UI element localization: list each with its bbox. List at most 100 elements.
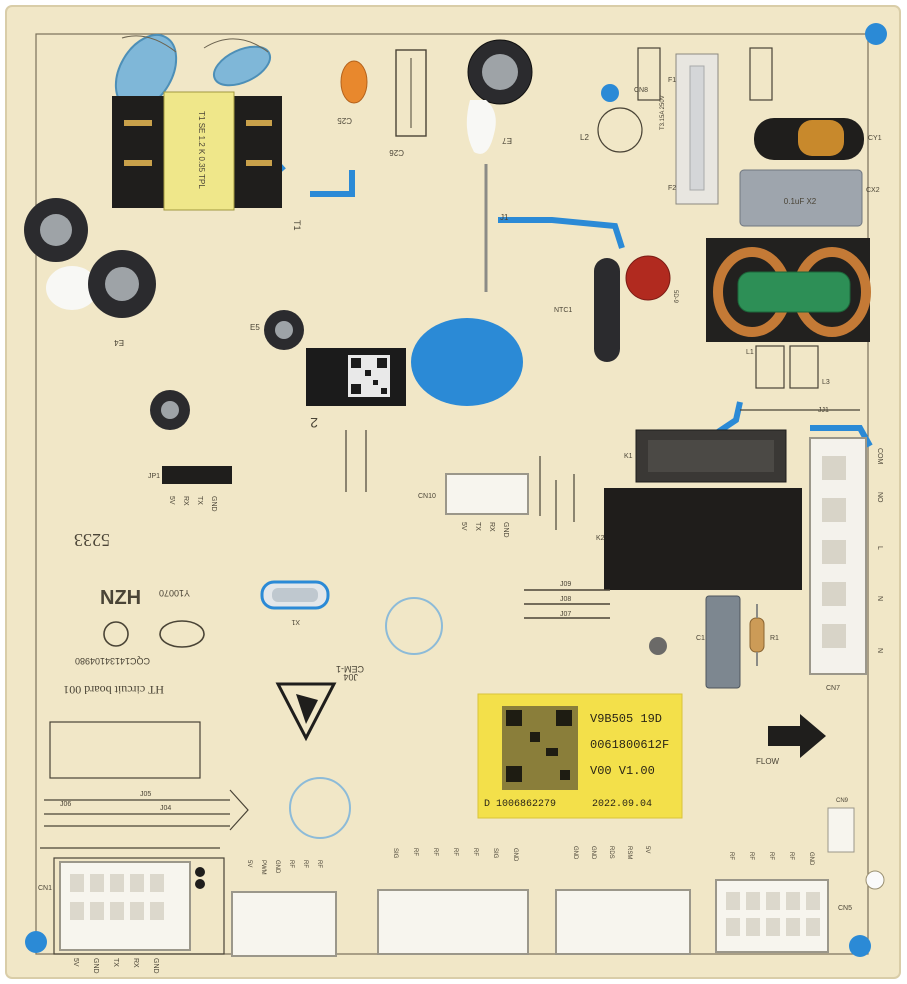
transformer-label (163, 91, 235, 211)
fuse-text: T3.15A 250V (660, 95, 666, 130)
resistor-r1 (749, 617, 765, 653)
cn10-pin-4: GND (502, 522, 509, 538)
label-jp1: JP1 (148, 473, 160, 480)
label-cx2: CX2 (866, 187, 880, 194)
mounting-hole-top-right (865, 23, 887, 45)
jp1-pin-1: 5V (168, 496, 175, 505)
via-dark (649, 637, 667, 655)
mounting-hole-bottom-right (849, 935, 871, 957)
cn5-pin-2: RF (748, 852, 754, 860)
ccc-mark-2 (159, 620, 205, 648)
label-j07: J07 (560, 611, 571, 618)
cn4-pin-1: GND (572, 846, 578, 860)
label-j04: J04 (160, 805, 171, 812)
cn4-pin-3: RDS (608, 846, 614, 859)
sticker-line-1: V9B505 19D (590, 712, 662, 726)
y-capacitor-2 (212, 45, 272, 87)
cn2-pin-5: RF (302, 860, 308, 868)
ntc-text: 5D-9 (672, 290, 678, 304)
label-two: 2 (310, 415, 318, 431)
mounting-hole-white (865, 870, 885, 890)
code-5233: 5233 (74, 530, 110, 550)
jp1-pin-3: TX (196, 496, 203, 505)
jp1-pin-2: RX (182, 496, 189, 506)
label-j1: J1 (500, 213, 509, 222)
cn10-pin-1: 5V (460, 522, 467, 531)
cn4-pin-2: GND (590, 846, 596, 860)
relay-pin-3: L (876, 546, 883, 550)
relay-pin-2: NO (876, 492, 883, 503)
cn1-pin-1: 5V (72, 958, 79, 967)
cn2-pin-6: RF (316, 860, 322, 868)
label-cn5: CN5 (838, 905, 852, 912)
relay-k2 (604, 488, 802, 590)
sticker-line-4-right: 2022.09.04 (592, 799, 652, 810)
label-l2: L2 (580, 133, 589, 142)
cn2-pin-1: 5V (246, 860, 252, 867)
label-c25: C25 (337, 116, 352, 125)
label-j05: J05 (140, 791, 151, 798)
label-j06: J06 (60, 801, 71, 808)
label-k1: K1 (624, 453, 633, 460)
varistor-red (625, 255, 671, 301)
capacitor-c25 (340, 60, 368, 104)
cn5-pin-5: GND (808, 852, 814, 866)
label-cn10: CN10 (418, 493, 436, 500)
cn2-connector (231, 891, 337, 957)
cn4-pin-4: RSM (626, 846, 632, 859)
transformer-text: T1 SE 1.2 K 0.35 TPL (197, 111, 206, 189)
flow-arrow-icon (768, 714, 826, 758)
relay-pin-5: N (876, 648, 883, 653)
cn3-pin-7: GND (512, 848, 518, 862)
cn1-pin-3: TX (112, 958, 119, 967)
blue-dot-marker (601, 84, 619, 102)
sticker-line-3: V00 V1.00 (590, 764, 655, 778)
cn2-pin-3: GND (274, 860, 280, 874)
label-ntc1: NTC1 (554, 307, 572, 314)
sticker-line-2: 0061800612F (590, 738, 669, 752)
label-flow: FLOW (756, 757, 780, 766)
outline-c26 (395, 49, 427, 137)
jp1-pin-4: GND (210, 496, 217, 512)
ccc-mark-1 (103, 621, 129, 647)
cn3-pin-1: SIG (392, 848, 398, 859)
qc-stamp-1 (385, 597, 443, 655)
code-y10070: Y10070 (159, 588, 190, 598)
label-f2: F2 (668, 185, 676, 192)
label-j09: J09 (560, 581, 571, 588)
blue-trace-1 (310, 170, 355, 197)
sticker-line-4-left: D 1006862279 (484, 799, 556, 810)
cn2-pin-2: PWM (260, 860, 266, 875)
jp1-header (162, 466, 232, 484)
capacitor-cx2 (739, 169, 863, 227)
label-l1: L1 (746, 349, 754, 356)
cn3-connector (377, 889, 529, 955)
label-j08: J08 (560, 596, 571, 603)
cn2-pin-4: RF (288, 860, 294, 868)
cn10-pin-2: TX (474, 522, 481, 531)
cn10-pin-3: RX (488, 522, 495, 532)
blue-trace-4 (716, 401, 743, 435)
label-k2: K2 (596, 535, 605, 542)
label-cn8: CN8 (634, 87, 648, 94)
label-f1: F1 (668, 77, 676, 84)
model-mark-nzh: NZH (100, 587, 141, 609)
cn1-pin-2: GND (92, 958, 99, 974)
relay-pin-4: N (876, 596, 883, 601)
cn1-pin-4: RX (132, 958, 139, 968)
cn9-connector (827, 807, 855, 853)
label-r1: R1 (770, 635, 779, 642)
blue-trace-2 (498, 217, 625, 249)
board-name: HT circuit board 001 (63, 683, 164, 697)
l2-outline (597, 107, 643, 153)
blue-oval-cutout (411, 318, 523, 406)
cn3-pin-3: RF (432, 848, 438, 856)
esd-warning-symbol (275, 682, 337, 742)
label-cn1: CN1 (38, 885, 52, 892)
cx2-text: 0.1uF X2 (784, 197, 817, 206)
cn4-connector (555, 889, 691, 955)
part-number: CQC14134104980 (75, 656, 150, 666)
capacitor-c1 (705, 595, 741, 689)
label-e5: E5 (250, 323, 260, 332)
label-c26: C26 (389, 148, 404, 157)
